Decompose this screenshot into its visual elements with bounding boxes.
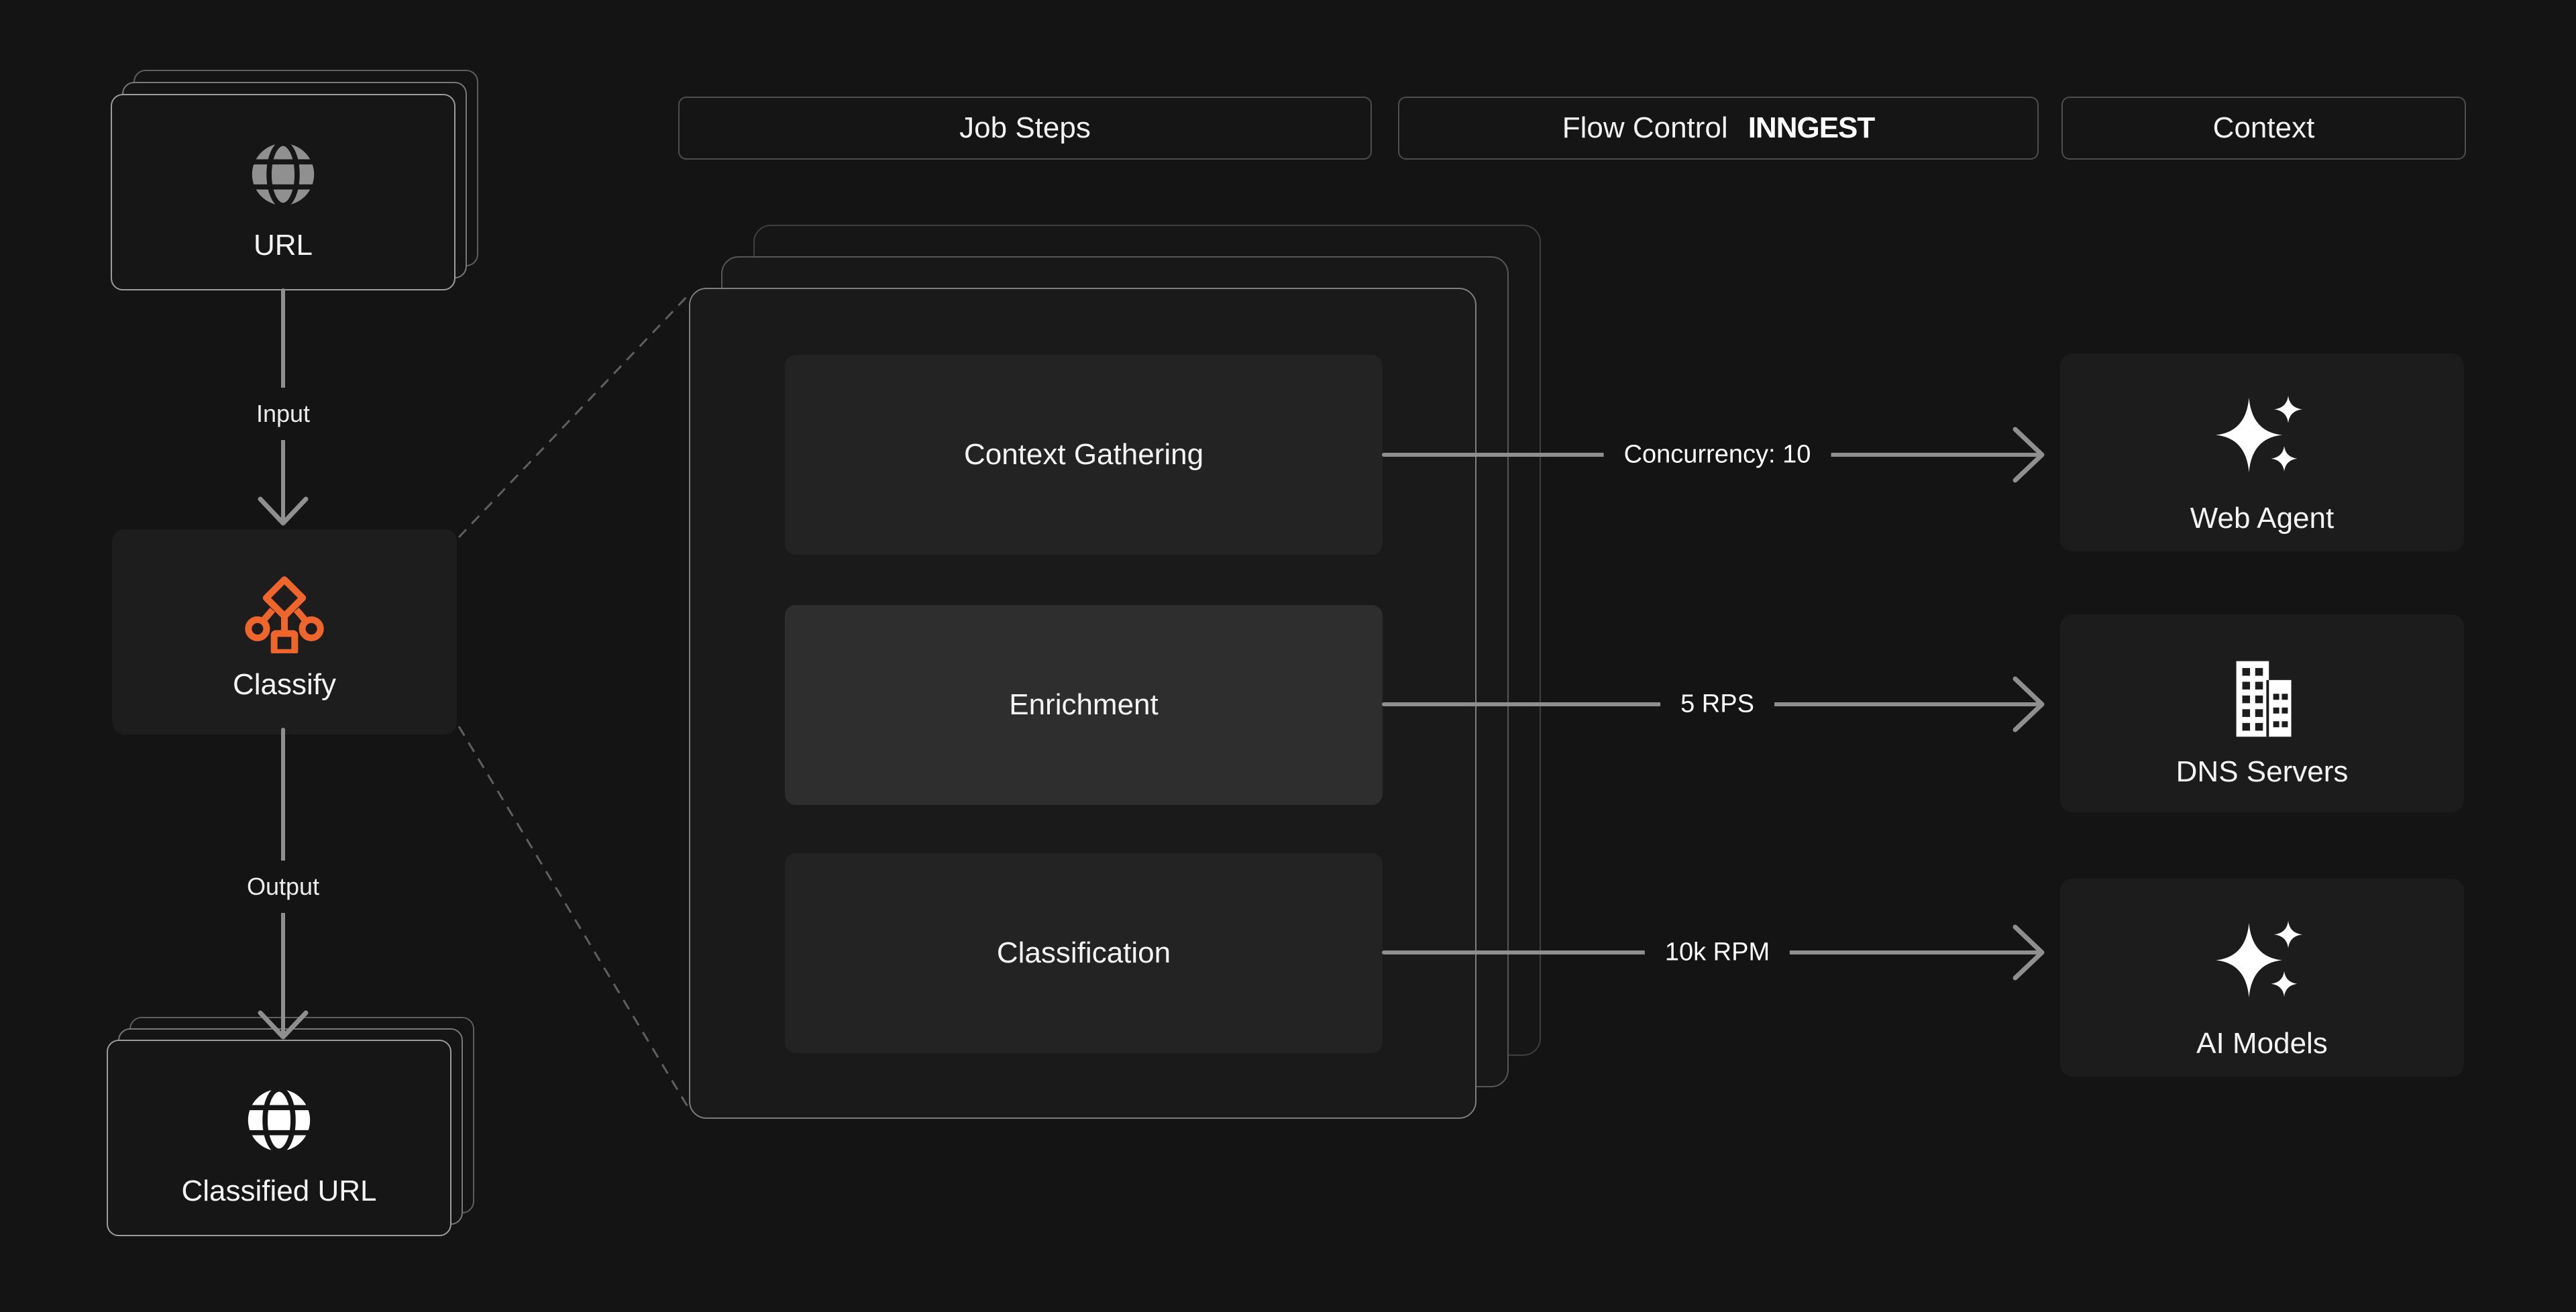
- header-job-steps-label: Job Steps: [959, 111, 1091, 144]
- dashed-connector-bottom: [458, 726, 690, 1109]
- step-classification: Classification: [785, 853, 1383, 1053]
- context-card-web-agent: Web Agent: [2060, 353, 2464, 551]
- header-job-steps: Job Steps: [678, 97, 1372, 160]
- globe-icon: [252, 140, 315, 208]
- flow-arrow-label-concurrency: Concurrency: 10: [1603, 433, 1831, 476]
- context-card-dns-servers: DNS Servers: [2060, 614, 2464, 812]
- sparkles-icon: [2216, 395, 2302, 472]
- header-context: Context: [2061, 97, 2466, 160]
- step-enrichment: Enrichment: [785, 605, 1383, 805]
- classified-card-label: Classified URL: [181, 1174, 377, 1207]
- context-card-label: DNS Servers: [2176, 755, 2349, 788]
- sparkles-icon: [2216, 920, 2302, 997]
- header-flow-control: Flow Control INNGEST: [1398, 97, 2039, 160]
- header-flow-control-label: Flow Control: [1562, 111, 1728, 144]
- step-label: Classification: [996, 936, 1171, 969]
- buildings-icon: [2236, 661, 2292, 736]
- workflow-icon: [245, 576, 324, 653]
- step-label: Context Gathering: [963, 438, 1204, 471]
- output-arrow-label: Output: [238, 861, 328, 913]
- context-card-label: AI Models: [2196, 1026, 2328, 1060]
- classify-card: Classify: [112, 529, 457, 734]
- url-card-label: URL: [253, 228, 313, 262]
- flow-arrow-label-rpm: 10k RPM: [1644, 931, 1790, 974]
- context-card-ai-models: AI Models: [2060, 879, 2464, 1077]
- header-context-label: Context: [2212, 111, 2315, 144]
- step-label: Enrichment: [1009, 688, 1159, 721]
- step-context-gathering: Context Gathering: [785, 355, 1383, 555]
- context-card-label: Web Agent: [2190, 501, 2334, 535]
- globe-icon: [248, 1086, 311, 1154]
- flow-arrow-label-rps: 5 RPS: [1660, 683, 1774, 726]
- inngest-logo: INNGEST: [1748, 111, 1876, 144]
- dashed-connector-top: [458, 294, 690, 539]
- input-arrow-label: Input: [248, 388, 319, 440]
- classify-card-label: Classify: [232, 668, 337, 701]
- classified-card: Classified URL: [107, 1040, 451, 1236]
- url-card: URL: [111, 94, 455, 290]
